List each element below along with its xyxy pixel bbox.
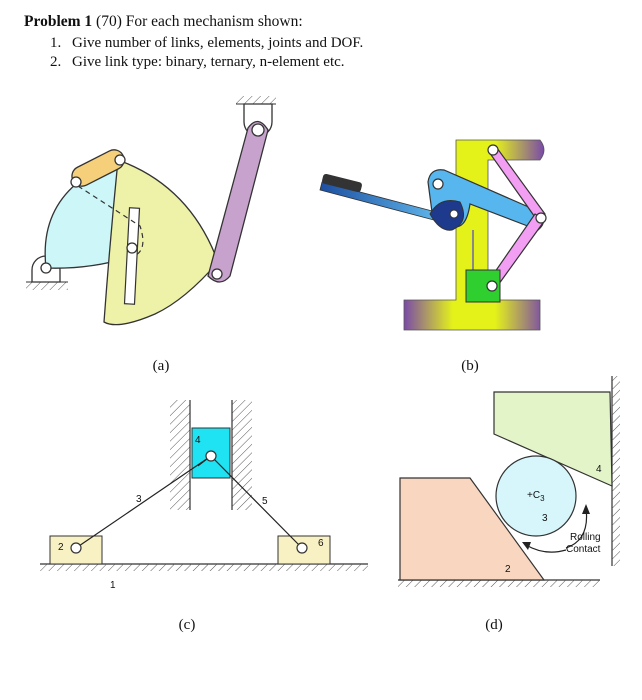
arrow-bottom-d <box>525 544 567 553</box>
ground-hatch-c <box>40 564 368 571</box>
guide-right-hatch-c <box>232 400 252 510</box>
problem-intro: For each mechanism shown: <box>125 13 303 30</box>
cam-b <box>429 200 465 231</box>
handle-grip-b <box>322 173 362 193</box>
joint-a-2 <box>114 154 126 166</box>
ground-hatch-d <box>398 580 600 587</box>
joint-a-1 <box>70 176 82 188</box>
problem-header: Problem 1 (70) For each mechanism shown:… <box>24 12 624 72</box>
label-c-4: 4 <box>195 435 201 446</box>
label-d-4: 4 <box>596 464 602 475</box>
guide-left-hatch-c <box>170 400 190 510</box>
caption-c: (c) <box>179 617 196 633</box>
task-item-2: 2. Give link type: binary, ternary, n-ele… <box>50 53 624 72</box>
link-3-c <box>75 455 212 549</box>
ground-hatch-a-left <box>26 282 68 290</box>
joint-c-2 <box>205 450 217 462</box>
joint-c-1 <box>70 542 82 554</box>
label-d-center: +C3 <box>527 490 545 503</box>
mechanism-b: (b) <box>319 139 547 374</box>
mechanism-c: 2 3 4 5 6 1 (c) <box>40 400 368 633</box>
label-d-2: 2 <box>505 564 511 575</box>
arrowhead-top-d <box>582 504 590 514</box>
label-d-rolling: Rolling <box>570 532 601 543</box>
joint-b-5 <box>449 209 459 219</box>
label-c-6: 6 <box>318 538 324 549</box>
label-d-contact: Contact <box>566 544 601 555</box>
task-item-1: 1. Give number of links, elements, joints… <box>50 34 624 53</box>
purple-link-a <box>207 120 269 283</box>
joint-b-1 <box>432 178 444 190</box>
slot-a <box>123 207 141 305</box>
mechanism-a: (a) <box>26 96 276 374</box>
label-c-2: 2 <box>58 542 64 553</box>
task-number: 1. <box>50 35 62 51</box>
problem-title-line: Problem 1 (70) For each mechanism shown: <box>24 12 624 32</box>
task-text: Give link type: binary, ternary, n-eleme… <box>72 54 345 70</box>
link-2-d <box>399 477 546 581</box>
joint-c-3 <box>296 542 308 554</box>
problem-heading: Problem 1 <box>24 13 93 30</box>
joint-b-2 <box>487 144 499 156</box>
arrowhead-bottom-d <box>522 542 531 550</box>
label-c-5: 5 <box>262 496 268 507</box>
link-5-c <box>210 455 303 549</box>
wall-hatch-d <box>612 376 620 566</box>
joint-a-3 <box>40 262 52 274</box>
joint-a-slider <box>126 242 138 254</box>
caption-b: (b) <box>461 358 479 374</box>
task-list: 1. Give number of links, elements, joints… <box>50 34 624 72</box>
task-text: Give number of links, elements, joints a… <box>72 35 364 51</box>
ground-hatch-a-top <box>236 96 276 104</box>
caption-d: (d) <box>485 617 503 633</box>
mechanism-d: +C3 3 4 2 Rolling Contact (d) <box>398 376 620 633</box>
center-sub-d: 3 <box>540 494 545 503</box>
label-c-3: 3 <box>136 494 142 505</box>
dashed-path-a <box>77 185 144 257</box>
handle-rod-b <box>319 181 437 221</box>
center-label-d: +C <box>527 490 540 501</box>
yellow-link-a <box>103 159 219 326</box>
joint-a-5 <box>211 268 223 280</box>
joint-b-3 <box>535 212 547 224</box>
caption-a: (a) <box>153 358 170 374</box>
roller-3-d <box>495 455 577 537</box>
task-number: 2. <box>50 54 62 70</box>
label-d-3: 3 <box>542 513 548 524</box>
problem-points: (70) <box>96 13 122 30</box>
label-c-1: 1 <box>110 580 116 591</box>
joint-b-4 <box>486 280 498 292</box>
joint-a-4 <box>251 123 265 137</box>
link-4-d <box>493 391 613 487</box>
